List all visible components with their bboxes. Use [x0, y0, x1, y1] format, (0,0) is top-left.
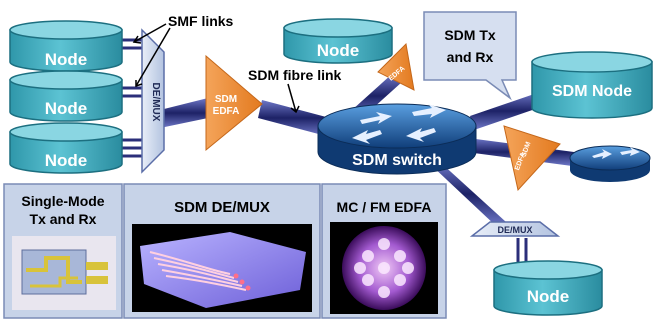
node-label: Node: [527, 287, 570, 306]
small-switch-arrows-icon: [592, 147, 640, 159]
sdm-switch: SDM switch: [317, 103, 477, 175]
sdm-fibre-link-center: [258, 100, 330, 136]
sdm-tx-rx-label-1: SDM Tx: [444, 27, 496, 43]
photonic-chip-image: [12, 236, 116, 310]
node-top-center: Node: [283, 18, 393, 64]
sdm-node: SDM Node: [531, 51, 653, 119]
sdm-tx-rx-callout: SDM Tx and Rx: [423, 11, 517, 101]
switch-arrows-icon: [352, 104, 446, 144]
fibre-cross-section-image: [330, 222, 438, 314]
sdm-tx-rx-label-2: and Rx: [447, 49, 494, 65]
smf-links-label: SMF links: [168, 13, 234, 29]
node-left-1: Node: [9, 20, 123, 72]
sdm-switch-label: SDM switch: [352, 152, 442, 169]
sdm-edfa-right: SDM EDFA: [503, 125, 561, 192]
sdm-edfa-label-1: SDM: [215, 94, 237, 105]
mc-fm-edfa-label: MC / FM EDFA: [337, 199, 432, 215]
node-label: Node: [45, 50, 88, 69]
node-left-3: Node: [9, 122, 123, 174]
node-label: Node: [317, 41, 360, 60]
node-label: SDM Node: [552, 83, 632, 100]
demux-lower: DE/MUX: [469, 221, 561, 237]
sdm-demux-image: [132, 224, 312, 312]
sdm-fibre-link-label: SDM fibre link: [248, 67, 342, 83]
demux-vertical: DE/MUX: [141, 28, 165, 174]
small-switch: [569, 145, 651, 182]
node-left-2: Node: [9, 70, 123, 122]
single-mode-label-2: Tx and Rx: [30, 211, 97, 227]
edfa-top: EDFA: [377, 42, 415, 91]
node-label: Node: [45, 99, 88, 118]
sdm-edfa-right-label-1: SDM: [521, 141, 533, 158]
sdm-fibre-link-left: [160, 98, 208, 128]
fibre-to-sdm-node: [470, 92, 544, 130]
smf-link-lines: [120, 38, 142, 158]
sdm-edfa-left: SDM EDFA: [205, 54, 263, 152]
smf-links-arrows: [132, 23, 171, 88]
sdm-fibre-link-arrow: [287, 83, 300, 114]
node-bottom-right: Node: [493, 260, 603, 316]
sdm-edfa-label-2: EDFA: [213, 106, 240, 117]
panel-mc-fm-edfa: MC / FM EDFA: [321, 183, 447, 319]
fibre-to-lower-demux: [430, 162, 506, 226]
single-mode-label-1: Single-Mode: [21, 193, 104, 209]
demux-label: DE/MUX: [150, 83, 161, 122]
demux-lower-label: DE/MUX: [497, 225, 532, 235]
node-label: Node: [45, 151, 88, 170]
panel-sdm-demux: SDM DE/MUX: [123, 183, 321, 319]
sdm-demux-panel-label: SDM DE/MUX: [174, 199, 270, 216]
panel-single-mode-tx-rx: Single-Mode Tx and Rx: [3, 183, 123, 319]
